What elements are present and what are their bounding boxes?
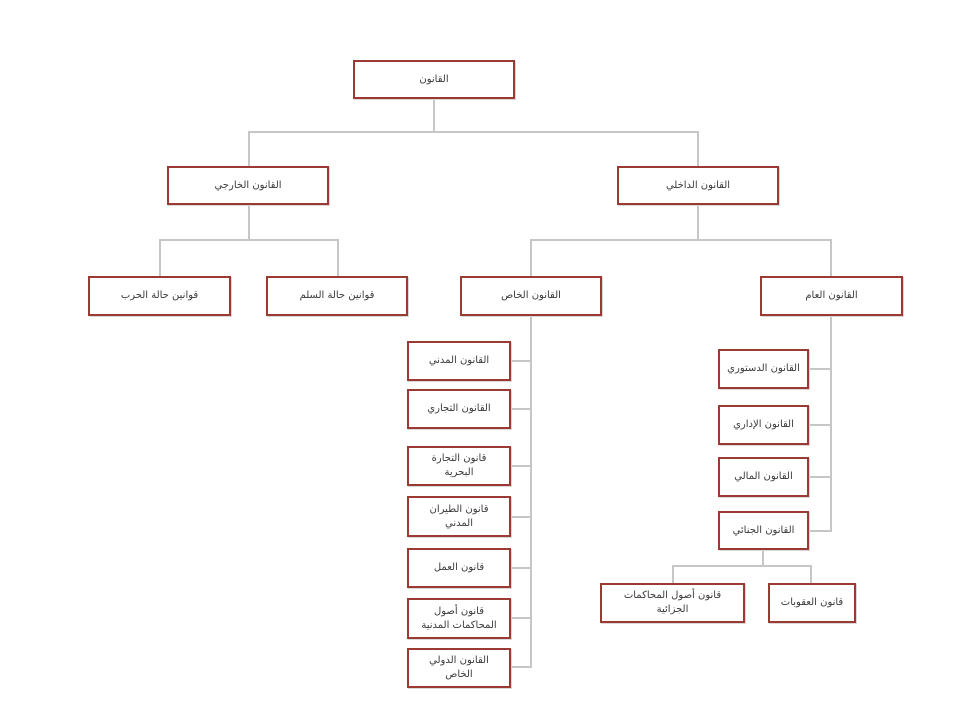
node-foreign-law: القانون الخارجي <box>167 166 329 205</box>
connector <box>810 565 812 583</box>
connector <box>530 239 832 241</box>
connector <box>510 666 532 668</box>
connector <box>433 98 435 132</box>
connector <box>830 239 832 277</box>
node-labor-law: قانون العمل <box>407 548 511 588</box>
connector <box>530 239 532 277</box>
connector <box>510 567 532 569</box>
node-domestic-law: القانون الداخلي <box>617 166 779 205</box>
node-private-international-law: القانون الدولي الخاص <box>407 648 511 688</box>
connector <box>510 408 532 410</box>
connector <box>248 131 250 167</box>
connector <box>510 516 532 518</box>
connector <box>510 465 532 467</box>
connector <box>808 368 832 370</box>
connector <box>808 424 832 426</box>
node-peace-laws: قوانين حالة السلم <box>266 276 408 316</box>
connector <box>697 131 699 167</box>
node-private-law: القانون الخاص <box>460 276 602 316</box>
node-maritime-law: قانون التجارة البحرية <box>407 446 511 486</box>
node-law: القانون <box>353 60 515 99</box>
connector <box>672 565 674 583</box>
connector <box>530 314 532 668</box>
node-war-laws: قوانين حالة الحرب <box>88 276 231 316</box>
connector <box>697 204 699 240</box>
connector <box>808 530 832 532</box>
node-administrative-law: القانون الإداري <box>718 405 809 445</box>
connector <box>830 314 832 532</box>
connector <box>248 204 250 240</box>
node-civil-law: القانون المدني <box>407 341 511 381</box>
node-penalties-law: قانون العقوبات <box>768 583 856 623</box>
node-commercial-law: القانون التجاري <box>407 389 511 429</box>
connector <box>159 239 161 277</box>
connector <box>672 565 812 567</box>
connector <box>337 239 339 277</box>
connector <box>159 239 339 241</box>
connector <box>248 131 699 133</box>
connector <box>808 476 832 478</box>
node-criminal-procedure-law: قانون أصول المحاكمات الجزائية <box>600 583 745 623</box>
connector <box>762 548 764 566</box>
node-financial-law: القانون المالي <box>718 457 809 497</box>
node-aviation-law: قانون الطيران المدني <box>407 496 511 537</box>
node-criminal-law: القانون الجنائي <box>718 511 809 550</box>
node-public-law: القانون العام <box>760 276 903 316</box>
connector <box>510 617 532 619</box>
connector <box>510 360 532 362</box>
node-civil-procedure-law: قانون أصول المحاكمات المدنية <box>407 598 511 639</box>
node-constitutional-law: القانون الدستوري <box>718 349 809 389</box>
